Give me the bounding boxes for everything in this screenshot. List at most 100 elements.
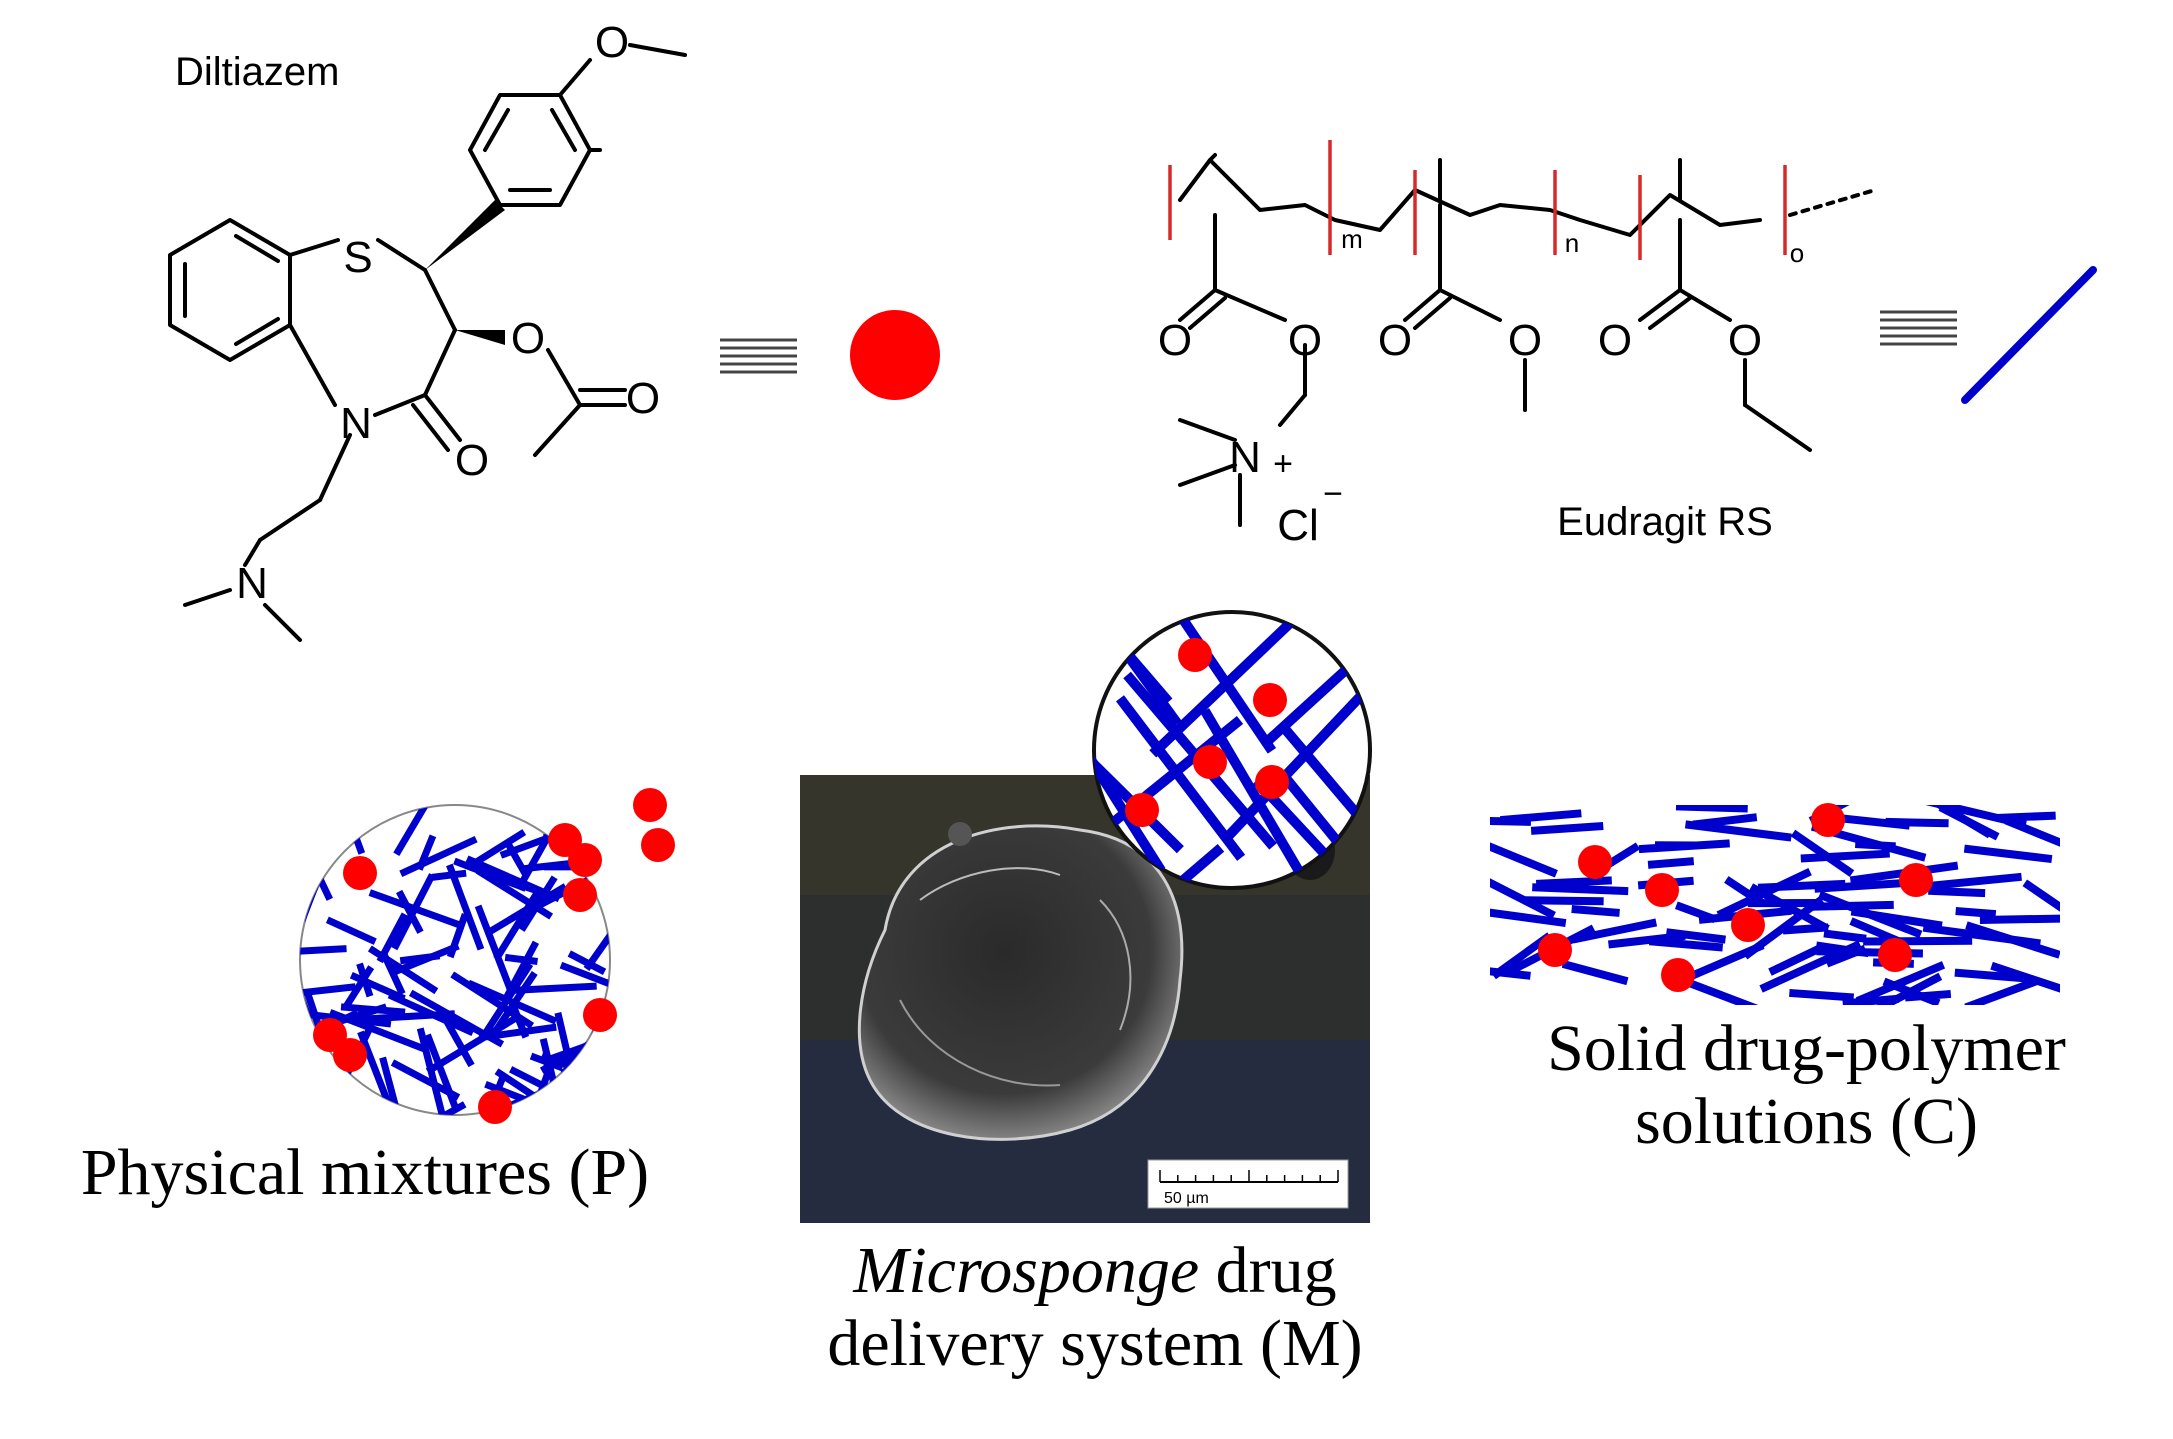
polymer-chain (1801, 854, 1890, 859)
diltiazem-label: Diltiazem (175, 50, 339, 94)
drug-particle (1645, 873, 1679, 907)
polymer-chain (1648, 861, 1694, 865)
diltiazem-benzene-ring (170, 220, 290, 360)
drug-particle (1538, 933, 1572, 967)
drug-particle (1255, 765, 1289, 799)
drug-particle (1811, 803, 1845, 837)
atom-o-3b: O (1728, 316, 1762, 365)
polymer-chain (270, 804, 333, 809)
drug-particle (1253, 683, 1287, 717)
polymer-chain (1956, 911, 1996, 914)
atom-n: N (340, 399, 372, 448)
drug-particle (641, 828, 675, 862)
polymer-chain (1536, 880, 1612, 883)
atom-o-carbonyl: O (626, 374, 660, 423)
polymer-chain (1482, 844, 1556, 874)
polymer-chain (1928, 891, 1985, 893)
microsponge-illustration: 50 µm (800, 581, 1407, 1223)
drug-particle (1125, 793, 1159, 827)
polymer-chain (2025, 883, 2076, 918)
scale-bar-label: 50 µm (1164, 1190, 1209, 1207)
polymer-chain (272, 949, 347, 953)
diltiazem-structure (170, 45, 685, 640)
drug-particle (1178, 638, 1212, 672)
polymer-chain (1855, 844, 1895, 846)
eudragit-label: Eudragit RS (1557, 500, 1773, 544)
solid-solution-illustration (1453, 791, 2092, 1026)
polymer-chain (1964, 849, 2052, 859)
polymer-chain (293, 845, 329, 850)
polymer-chain (1843, 999, 1899, 1004)
atom-o-methoxy: O (595, 18, 629, 67)
microsponge-italic-word: Microsponge (853, 1234, 1199, 1307)
drug-particle (1899, 863, 1933, 897)
atom-s: S (343, 233, 372, 282)
polymer-chain (1523, 900, 1604, 901)
polymer-chain (1863, 941, 1972, 942)
polymer-chain (432, 873, 466, 877)
physical-mixture-illustration (250, 760, 675, 1164)
polymer-chain (577, 1100, 611, 1102)
caption-microsponge: Microsponge drug delivery system (M) (730, 1235, 1460, 1380)
polymer-chain (1693, 817, 1757, 824)
polymer-chain (1789, 993, 1853, 998)
drug-particle (343, 856, 377, 890)
atom-plus: + (1273, 445, 1293, 483)
polymer-chain (566, 799, 605, 811)
polymer-chain (1563, 964, 1628, 981)
polymer-chain (1471, 873, 1555, 916)
polymer-chain (1824, 933, 1866, 938)
drug-particle (1661, 958, 1695, 992)
drug-particle (583, 998, 617, 1032)
drug-particle (1731, 908, 1765, 942)
atom-o-lactam: O (455, 436, 489, 485)
caption-solid-solutions: Solid drug-polymer solutions (C) (1440, 1013, 2173, 1158)
eudragit-brackets (1170, 140, 1785, 260)
polymer-chain (1532, 887, 1628, 891)
polymer-chain (1572, 909, 1620, 913)
solid-solution-polymer-chains (1453, 791, 2092, 1026)
subscript-n: n (1565, 228, 1579, 258)
polymer-chain (295, 1091, 313, 1134)
atom-o-3a: O (1598, 316, 1632, 365)
atom-cl: Cl (1277, 501, 1319, 550)
diltiazem-equivalence (720, 340, 797, 372)
polymer-chain (1531, 826, 1603, 831)
caption-physical-mixtures: Physical mixtures (P) (0, 1137, 730, 1210)
polymer-chain (1676, 806, 1748, 808)
drug-particle (568, 843, 602, 877)
atom-o-2b: O (1508, 316, 1542, 365)
atom-o-1b: O (1288, 316, 1322, 365)
polymer-symbol-line (1965, 270, 2093, 400)
polymer-chain (1639, 843, 1730, 849)
atom-o-1a: O (1158, 316, 1192, 365)
drug-particle (563, 878, 597, 912)
subscript-m: m (1341, 224, 1363, 254)
atom-o-ester: O (511, 314, 545, 363)
polymer-chain (1676, 905, 1715, 919)
polymer-chain (277, 1077, 323, 1103)
subscript-o: o (1790, 238, 1804, 268)
atom-n-quat: N (1229, 433, 1261, 482)
eudragit-equivalence (1880, 312, 1957, 344)
atom-o-2a: O (1378, 316, 1412, 365)
drug-symbol-dot (850, 310, 940, 400)
polymer-chain (507, 986, 597, 991)
polymer-chain (1966, 981, 2038, 1008)
drug-particle (478, 1090, 512, 1124)
drug-particle (333, 1038, 367, 1072)
atom-minus: − (1323, 475, 1343, 513)
drug-particle (1193, 745, 1227, 779)
polymer-chain (1966, 925, 2059, 955)
drug-particle (1878, 938, 1912, 972)
drug-particle (633, 788, 667, 822)
polymer-chain (1483, 821, 1531, 822)
polymer-chain (400, 956, 439, 961)
polymer-chain (300, 760, 332, 852)
drug-particle (1578, 845, 1612, 879)
polymer-chain (1980, 918, 2070, 920)
atom-n-amine: N (236, 559, 268, 608)
polymer-chain (505, 957, 537, 961)
